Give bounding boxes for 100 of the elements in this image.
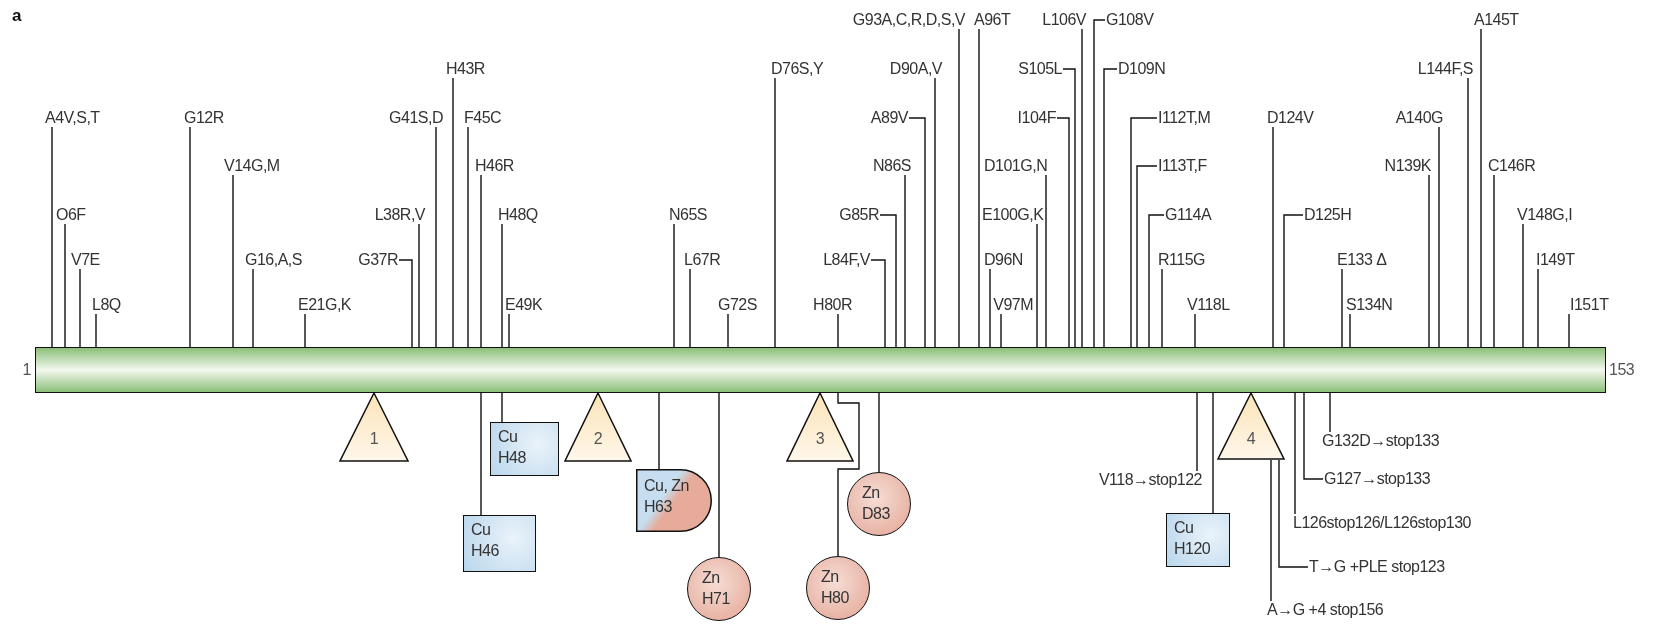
metal-label: Zn [862, 483, 881, 503]
mutation-label: E133 Δ [1337, 251, 1387, 269]
leader-line [467, 126, 469, 348]
mutation-label: N65S [669, 206, 708, 224]
leader-line [508, 313, 510, 348]
leader-line [1270, 459, 1272, 602]
triangle-marker [1217, 392, 1285, 460]
mutation-label: L8Q [92, 296, 121, 314]
leader-line [1036, 223, 1038, 348]
leader-line [837, 392, 860, 557]
mutation-label: F45C [464, 109, 502, 127]
mutation-label: D109N [1118, 60, 1166, 78]
mutation-label: V118→stop122 [1098, 471, 1202, 489]
mutation-label: L126stop126/L126stop130 [1293, 514, 1471, 532]
mutation-label: A4V,S,T [45, 109, 100, 127]
leader-line [1103, 68, 1118, 348]
mutation-label: L67R [684, 251, 721, 269]
leader-line [480, 174, 482, 348]
leader-line [879, 214, 897, 348]
mutation-label: R115G [1158, 251, 1205, 269]
residue-label: H71 [702, 589, 731, 609]
mutation-label: A145T [1474, 11, 1519, 29]
mutation-label: I113T,F [1158, 157, 1207, 175]
leader-line [1130, 117, 1158, 348]
leader-line [64, 223, 66, 348]
leader-line [79, 268, 81, 348]
leader-line [1480, 28, 1482, 348]
mutation-label: H80R [813, 296, 852, 314]
mutation-label: E100G,K [982, 206, 1044, 224]
binding-site-shape [636, 469, 712, 532]
mutation-label: D96N [984, 251, 1023, 269]
mutation-label: C146R [1488, 157, 1536, 175]
leader-line [1537, 268, 1539, 348]
leader-line [418, 223, 420, 348]
leader-line [1467, 77, 1469, 348]
leader-line [452, 77, 454, 348]
mutation-label: G41S,D [389, 109, 443, 127]
leader-line [904, 174, 906, 348]
mutation-label: I112T,M [1158, 109, 1211, 127]
binding-site-box [490, 422, 559, 476]
triangle-number: 4 [1245, 430, 1257, 448]
leader-line [51, 126, 53, 348]
leader-line [501, 223, 503, 348]
mutation-label: L144F,S [1417, 60, 1473, 78]
mutation-label: H46R [475, 157, 514, 175]
mutation-label: V97M [993, 296, 1033, 314]
mutation-label: G16,A,S [245, 251, 302, 269]
residue-label: H48 [498, 448, 527, 468]
residue-label: H80 [821, 588, 850, 608]
leader-line [1349, 313, 1351, 348]
mutation-label: V118L [1187, 296, 1230, 314]
metal-label: Zn [821, 567, 840, 587]
mutation-label: E49K [505, 296, 543, 314]
leader-line [718, 392, 720, 558]
leader-line [95, 313, 97, 348]
leader-line [1196, 392, 1198, 472]
leader-line [1438, 126, 1440, 348]
triangle-marker [786, 392, 854, 462]
mutation-label: N86S [872, 157, 911, 175]
mutation-label: L84F,V [823, 251, 870, 269]
leader-line [1136, 165, 1158, 348]
mutation-label: S134N [1346, 296, 1393, 314]
mutation-label: D101G,N [984, 157, 1048, 175]
leader-line [1056, 117, 1070, 348]
leader-line [958, 28, 960, 348]
leader-line [1303, 392, 1324, 480]
mutation-label: G108V [1106, 11, 1154, 29]
binding-site-box [463, 515, 536, 572]
leader-line [658, 392, 660, 470]
mutation-label: H43R [446, 60, 485, 78]
mutation-label: D124V [1267, 109, 1314, 127]
mutation-label: S105L [1018, 60, 1062, 78]
mutation-label: H48Q [498, 206, 538, 224]
leader-line [232, 174, 234, 348]
residue-number: 153 [1609, 361, 1635, 379]
mutation-label: O6F [56, 206, 86, 224]
leader-line [1000, 313, 1002, 348]
mutation-label: G37R [358, 251, 398, 269]
mutation-label: G114A [1165, 206, 1212, 224]
mutation-label: G12R [184, 109, 224, 127]
residue-label: H120 [1174, 539, 1212, 559]
leader-line [689, 268, 691, 348]
leader-line [398, 259, 413, 348]
leader-line [1493, 174, 1495, 348]
triangle-number: 1 [368, 430, 380, 448]
triangle-number: 3 [814, 430, 826, 448]
mutation-label: T→G +PLE stop123 [1309, 558, 1445, 576]
leader-line [480, 392, 482, 516]
leader-line [1081, 28, 1083, 348]
triangle-marker [564, 392, 632, 462]
mutation-label: G127→stop133 [1324, 470, 1431, 488]
leader-line [673, 223, 675, 348]
leader-line [1341, 268, 1343, 348]
mutation-label: L38R,V [374, 206, 425, 224]
leader-line [870, 259, 886, 348]
leader-line [1568, 313, 1570, 348]
leader-line [1278, 459, 1309, 568]
leader-line [1062, 68, 1076, 348]
mutation-label: V14G,M [224, 157, 280, 175]
mutation-label: D76S,Y [771, 60, 824, 78]
